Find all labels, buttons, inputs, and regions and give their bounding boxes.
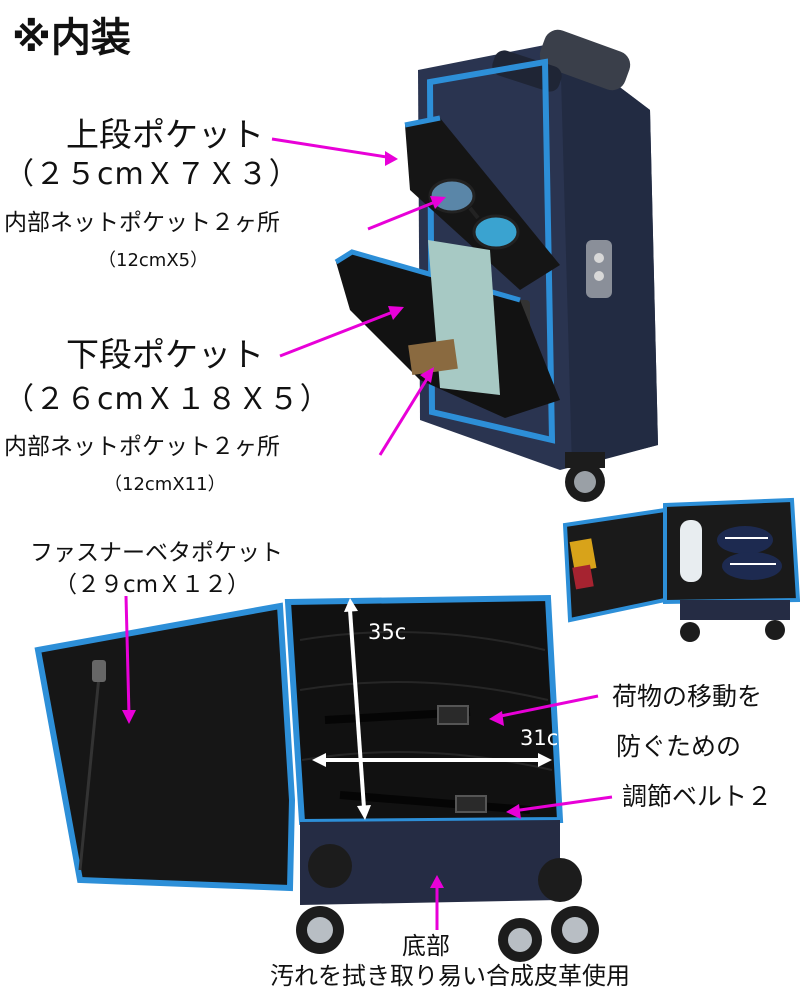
lower-pocket-size: （２６cmＸ１８Ｘ５） — [4, 382, 331, 417]
inset-suitcase-photo — [562, 497, 800, 642]
lower-net-pocket-size: （12cmX11） — [104, 474, 226, 495]
lower-net-pocket-label: 内部ネットポケット２ヶ所 — [4, 434, 280, 460]
page-title: ※内装 — [12, 15, 131, 61]
upper-pocket-size: （２５cmＸ７Ｘ３） — [4, 157, 300, 192]
flat-pocket-size: （２９cmＸ１２） — [54, 572, 251, 598]
lower-pocket-label: 下段ポケット — [66, 335, 264, 374]
height-dimension-label: 35c — [368, 620, 407, 644]
top-suitcase-photo — [334, 29, 658, 502]
bottom-suitcase-photo — [34, 594, 599, 962]
dimension-arrows — [312, 598, 552, 820]
bottom-note-line2: 汚れを拭き取り易い合成皮革使用 — [270, 962, 630, 990]
upper-pocket-label: 上段ポケット — [66, 115, 264, 154]
upper-net-pocket-label: 内部ネットポケット２ヶ所 — [4, 210, 280, 236]
belt-note-line2: 防ぐための — [616, 732, 742, 761]
flat-pocket-label: ファスナーベタポケット — [30, 540, 283, 566]
belt-note-line3: 調節ベルト２ — [622, 782, 773, 811]
width-dimension-label: 31c — [520, 726, 559, 750]
bottom-note-line1: 底部 — [402, 932, 450, 960]
belt-note-line1: 荷物の移動を — [612, 682, 763, 711]
pointer-arrows — [122, 137, 613, 930]
upper-net-pocket-size: （12cmX5） — [98, 250, 209, 271]
